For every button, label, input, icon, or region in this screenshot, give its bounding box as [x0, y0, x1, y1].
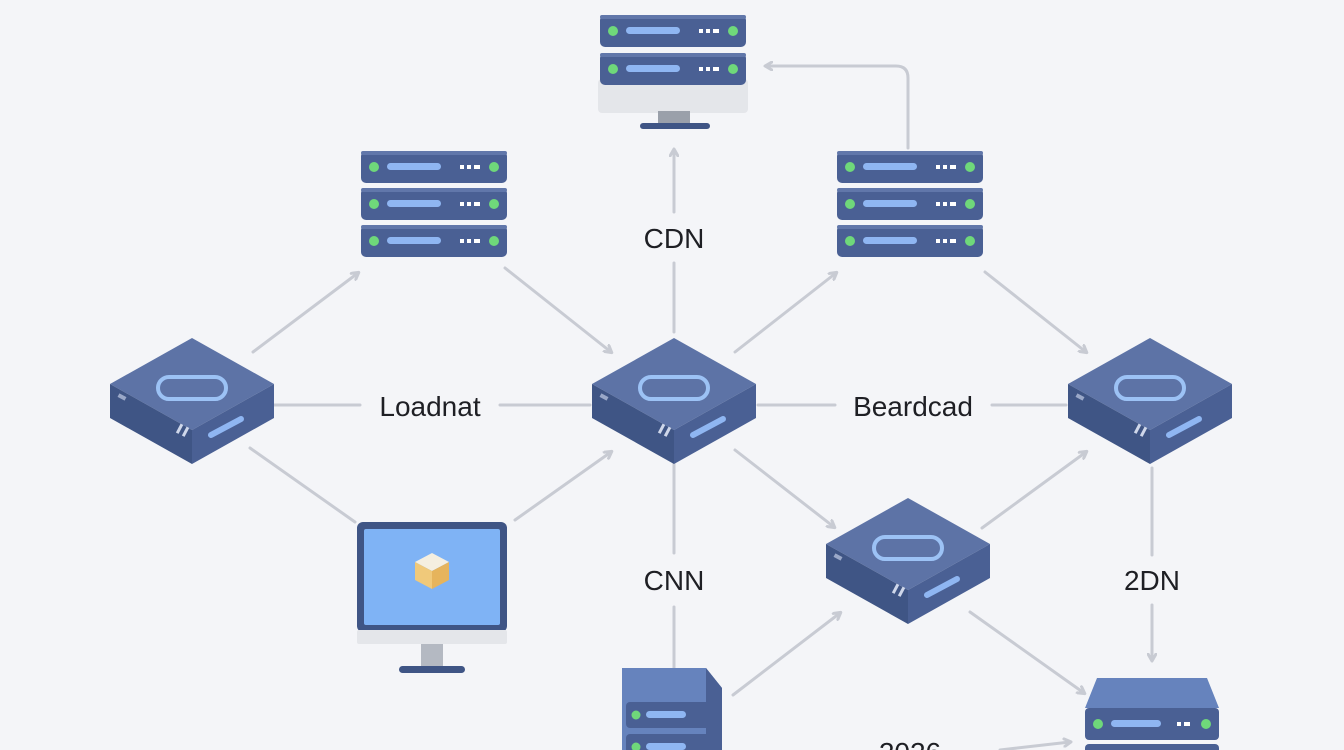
link-serverright-switchright [983, 270, 1086, 352]
label-cdn: CDN [644, 223, 705, 254]
link-workstation-switchcenter [513, 452, 611, 522]
link-switchcenter-serverright [733, 273, 836, 354]
link-switchleft-serverleft [251, 273, 358, 354]
label-partial-bottom: 2026 [879, 737, 941, 750]
link-switchcenter-switchlower [733, 448, 834, 527]
link-serverright-servertop [766, 66, 910, 150]
workstation [357, 522, 507, 673]
label-cnn: CNN [644, 565, 705, 596]
box-icon [415, 553, 449, 589]
server-bottom-right [1085, 678, 1219, 750]
link-bottom-partial [998, 742, 1070, 750]
link-switchlower-switchright [980, 452, 1086, 530]
connector-lines [248, 66, 1152, 750]
label-beardcad: Beardcad [853, 391, 973, 422]
server-bottom [622, 668, 722, 750]
link-serverbottom-switchlower [731, 613, 840, 697]
switch-lower [824, 496, 992, 626]
switch-left [108, 336, 276, 466]
link-serverleft-switchcenter [503, 266, 611, 352]
switch-center [590, 336, 758, 466]
link-switchlower-serverbottomright [968, 610, 1084, 693]
server-right [837, 151, 983, 257]
switch-right [1066, 336, 1234, 466]
label-2dn: 2DN [1124, 565, 1180, 596]
label-loadnat: Loadnat [379, 391, 480, 422]
server-left [361, 151, 507, 257]
link-switchleft-workstation [248, 446, 357, 524]
server-top [598, 15, 748, 129]
